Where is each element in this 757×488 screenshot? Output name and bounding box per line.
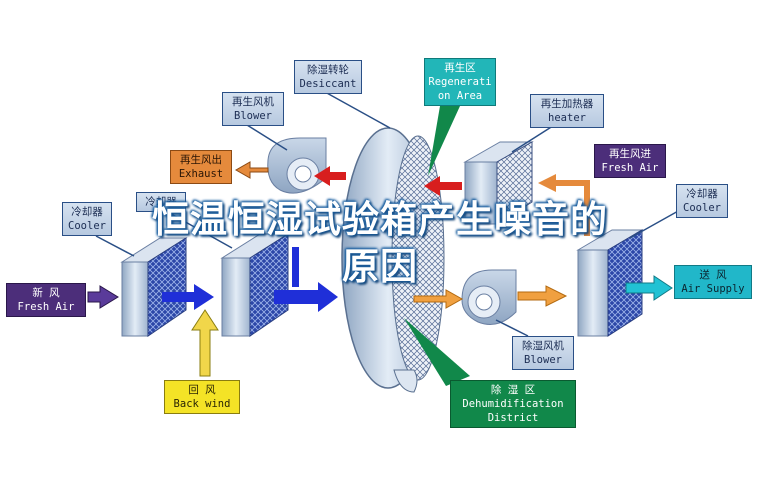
regeneration-pointer (428, 106, 460, 176)
cooler-unit-3 (576, 229, 644, 337)
dehum-blower-unit (461, 269, 517, 325)
blue-flow-arrow-1 (162, 284, 214, 310)
district-pointer (404, 318, 470, 386)
supply-arrow (625, 275, 673, 301)
title-line-2: 原因 (342, 245, 418, 288)
regen-hot-arrow (424, 176, 462, 196)
regen-air-arrow (314, 166, 346, 186)
fresh-air-arrow (87, 285, 119, 309)
heater-unit (463, 141, 534, 225)
back-wind-arrow (191, 309, 219, 377)
regen-blower-unit (267, 137, 327, 194)
dehum-out-arrow (413, 285, 568, 309)
fresh-regen-arrow (538, 174, 590, 236)
callout-lines (95, 91, 681, 337)
blue-flow-arrow-2 (274, 247, 338, 312)
cooler-unit-1 (120, 237, 188, 337)
cooler-unit-2 (220, 233, 290, 337)
exhaust-arrow (234, 161, 269, 179)
page-title: 恒温恒湿试验箱产生噪音的 原因 (80, 196, 680, 290)
cooler-label-2: 冷却器 (136, 192, 186, 212)
title-line-1: 恒温恒湿试验箱产生噪音的 (152, 198, 608, 241)
